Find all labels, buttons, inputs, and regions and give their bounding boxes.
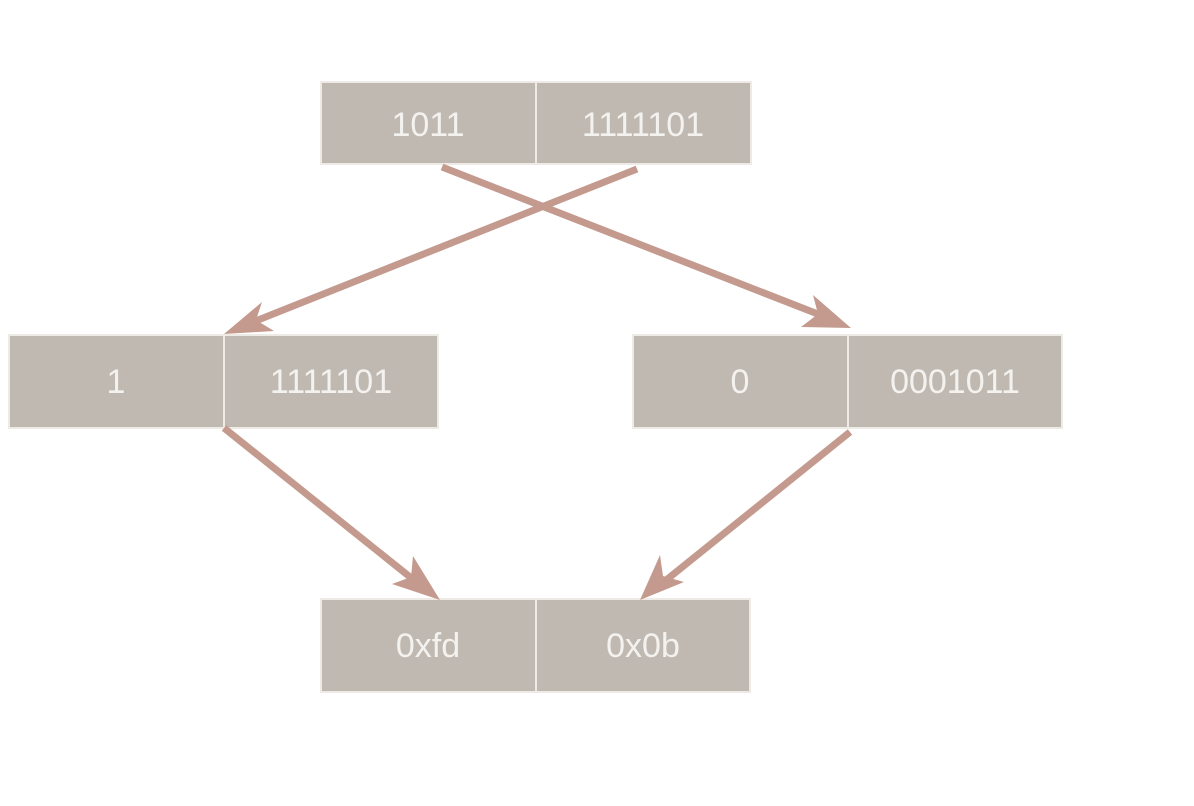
input-cell-right-label: 1111101 [582,106,704,144]
left-result-cell-right-label: 1111101 [270,363,392,401]
right-result-register: 0 0001011 [632,334,1063,429]
arrow-head-right-to-output [640,555,684,600]
input-cell-left-label: 1011 [391,106,464,144]
right-result-cell-left-label: 0 [731,363,750,401]
left-result-cell-left [8,334,225,429]
arrow-line-input-to-right [440,163,830,322]
right-result-cell-right [847,334,1063,429]
left-result-register: 1 1111101 [8,334,439,429]
right-result-cell-left [632,334,849,429]
arrows [221,163,853,600]
input-register: 1011 1111101 [320,81,752,165]
arrow-head-input-to-left [224,302,274,334]
left-result-cell-right [223,334,439,429]
arrow-head-input-to-right [801,295,851,328]
output-cell-left-label: 0xfd [396,627,460,665]
arrow-head-left-to-output [392,556,440,600]
arrow-line-right-to-output [657,429,853,588]
output-cell-right-label: 0x0b [606,627,680,665]
output-register: 0xfd 0x0b [320,598,751,693]
arrow-line-left-to-output [221,425,423,588]
input-cell-left [320,81,537,165]
output-cell-right [535,598,751,693]
left-result-cell-left-label: 1 [107,363,126,401]
right-result-cell-right-label: 0001011 [890,363,1020,401]
input-cell-right [535,81,752,165]
output-cell-left [320,598,537,693]
arrow-line-input-to-left [246,165,639,328]
